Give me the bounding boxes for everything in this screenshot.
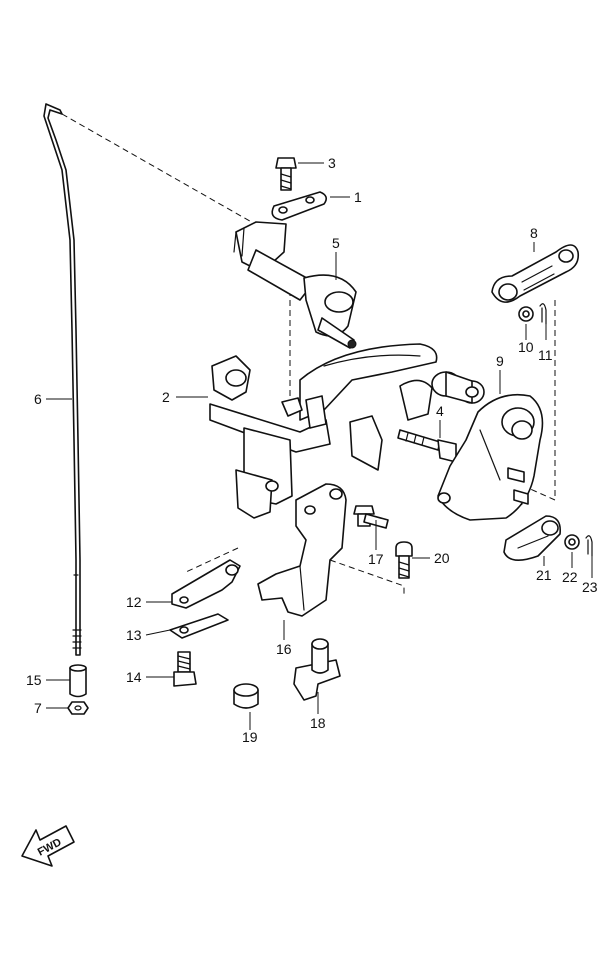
callout-8: 8 xyxy=(530,225,538,241)
fwd-arrow-icon: FWD xyxy=(21,825,75,867)
callout-6: 6 xyxy=(34,391,42,407)
bolt-lower xyxy=(173,651,197,687)
callout-2: 2 xyxy=(162,389,170,405)
callout-13: 13 xyxy=(126,627,142,643)
callout-15: 15 xyxy=(26,672,42,688)
callout-7: 7 xyxy=(34,700,42,716)
callout-14: 14 xyxy=(126,669,142,685)
callout-21: 21 xyxy=(536,567,552,583)
bush xyxy=(233,683,259,709)
bolt-mid xyxy=(353,505,389,529)
lever-shaft xyxy=(233,221,357,349)
callout-18: 18 xyxy=(310,715,326,731)
callout-5: 5 xyxy=(332,235,340,251)
callout-3: 3 xyxy=(328,155,336,171)
callout-labels: 1 2 3 4 5 6 7 8 9 10 11 12 13 14 15 16 1… xyxy=(26,155,598,745)
split-pin-lower xyxy=(585,535,593,557)
washer-lower xyxy=(564,534,580,550)
callout-12: 12 xyxy=(126,594,142,610)
collar-bracket xyxy=(293,638,341,701)
callout-22: 22 xyxy=(562,569,578,585)
link-end xyxy=(503,515,562,561)
callout-10: 10 xyxy=(518,339,534,355)
bolt-top xyxy=(275,157,297,191)
nut xyxy=(67,701,89,715)
stopper-plate xyxy=(171,559,241,609)
control-rod xyxy=(43,103,82,656)
bolt-small xyxy=(395,541,413,579)
plate xyxy=(271,191,328,221)
bolt-bracket xyxy=(397,429,457,463)
bracket xyxy=(209,343,485,519)
callout-16: 16 xyxy=(276,641,292,657)
shim xyxy=(169,613,229,639)
callout-11: 11 xyxy=(538,347,553,363)
washer-upper xyxy=(518,306,534,322)
callout-4: 4 xyxy=(436,403,444,419)
callout-19: 19 xyxy=(242,729,258,745)
callout-9: 9 xyxy=(496,353,504,369)
callout-1: 1 xyxy=(354,189,362,205)
callout-20: 20 xyxy=(434,550,450,566)
leader-lines xyxy=(46,162,593,730)
link-arm xyxy=(491,244,580,303)
split-pin-upper xyxy=(539,303,547,325)
callout-23: 23 xyxy=(582,579,598,595)
callout-17: 17 xyxy=(368,551,384,567)
spacer-sleeve xyxy=(69,664,87,698)
lever-plate xyxy=(257,483,347,617)
cam-plate xyxy=(437,393,544,521)
